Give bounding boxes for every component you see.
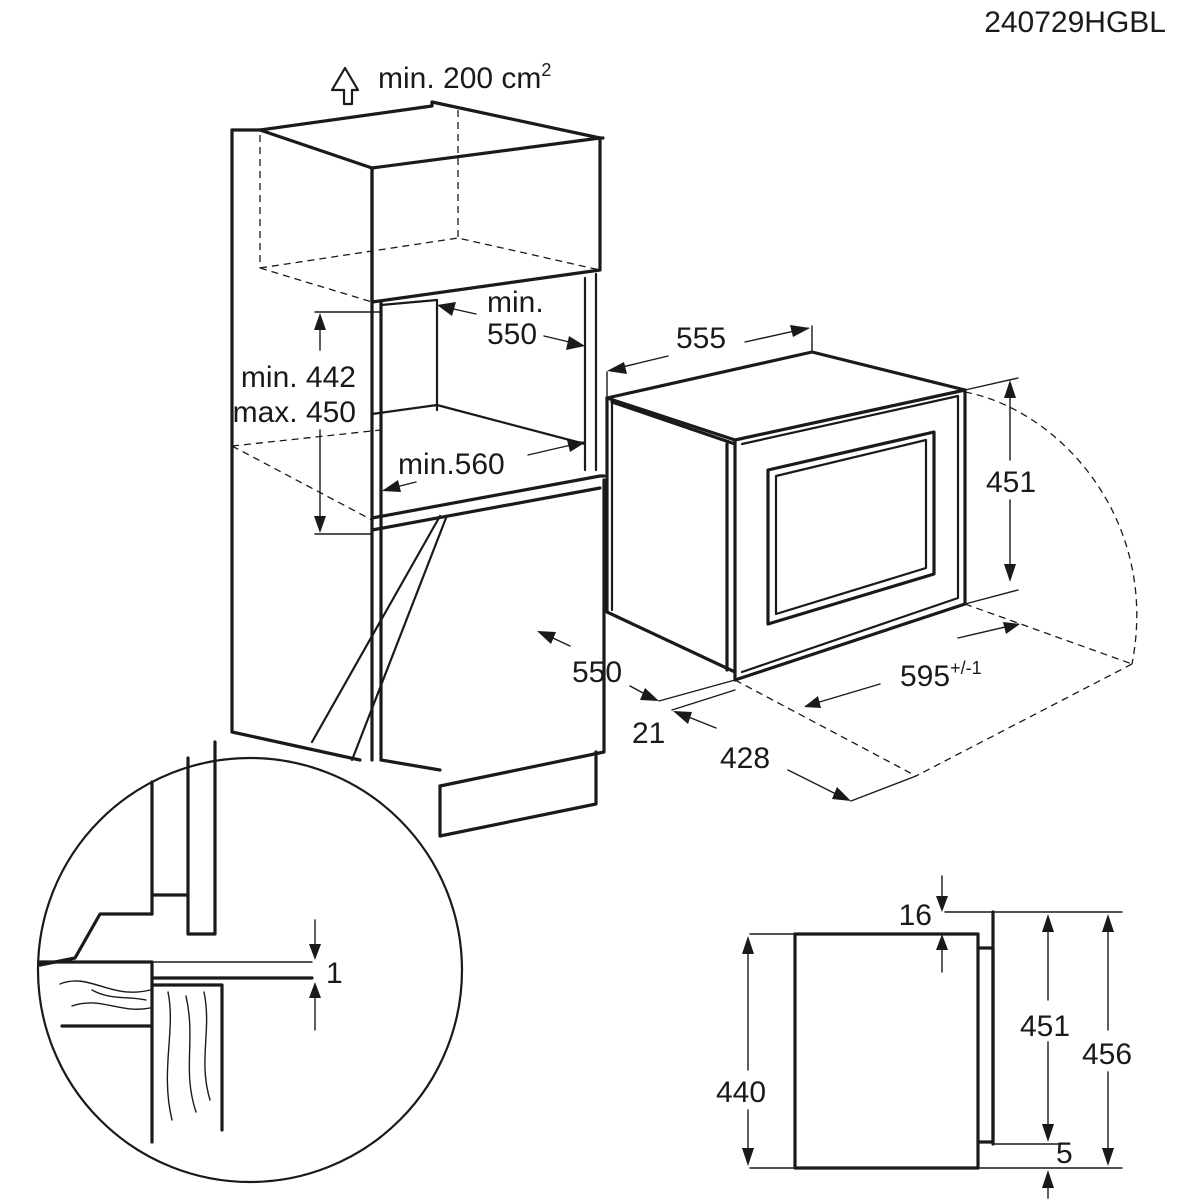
side-front-height-label: 451 [1020, 1010, 1070, 1043]
niche-width-dimension [382, 440, 586, 492]
appliance-depth-dimension [606, 325, 813, 399]
niche-height-dimension [314, 311, 382, 535]
detail-view [38, 740, 321, 1144]
appliance-width-label: 595+/-1 [900, 658, 982, 693]
ventilation-label: min. 200 cm2 [378, 60, 551, 95]
open-depth-dimension [673, 711, 917, 802]
door-offset-label: 21 [632, 717, 665, 750]
appliance-height-dimension [964, 377, 1019, 605]
niche-depth-label-1: min. [487, 286, 544, 319]
appliance [605, 350, 967, 682]
door-offset-dimension [671, 689, 736, 711]
appliance-width-dimension [804, 622, 1020, 708]
side-top-offset-label: 16 [899, 899, 932, 932]
document-code: 240729HGBL [984, 6, 1166, 39]
appliance-side-depth-label: 550 [572, 656, 622, 689]
cabinet [230, 100, 606, 838]
detail-gap-label: 1 [326, 957, 343, 990]
detail-callout [36, 514, 464, 1184]
appliance-height-label: 451 [986, 466, 1036, 499]
niche-depth-label-2: 550 [487, 318, 537, 351]
open-depth-label: 428 [720, 742, 770, 775]
side-body-height-label: 440 [716, 1076, 766, 1109]
door-swing-lines [734, 391, 1138, 777]
side-view [742, 875, 1123, 1199]
appliance-depth-label: 555 [676, 322, 726, 355]
side-total-height-label: 456 [1082, 1038, 1132, 1071]
niche-height-max: max. 450 [233, 396, 356, 429]
niche-width-label: min.560 [398, 448, 505, 481]
niche-depth-dimension [437, 302, 585, 350]
cabinet-hidden-lines [231, 110, 601, 521]
niche-height-min: min. 442 [241, 361, 356, 394]
side-bottom-offset-label: 5 [1056, 1137, 1073, 1170]
appliance-side-depth-dimension [537, 631, 736, 702]
ventilation-arrow-icon [330, 66, 360, 106]
